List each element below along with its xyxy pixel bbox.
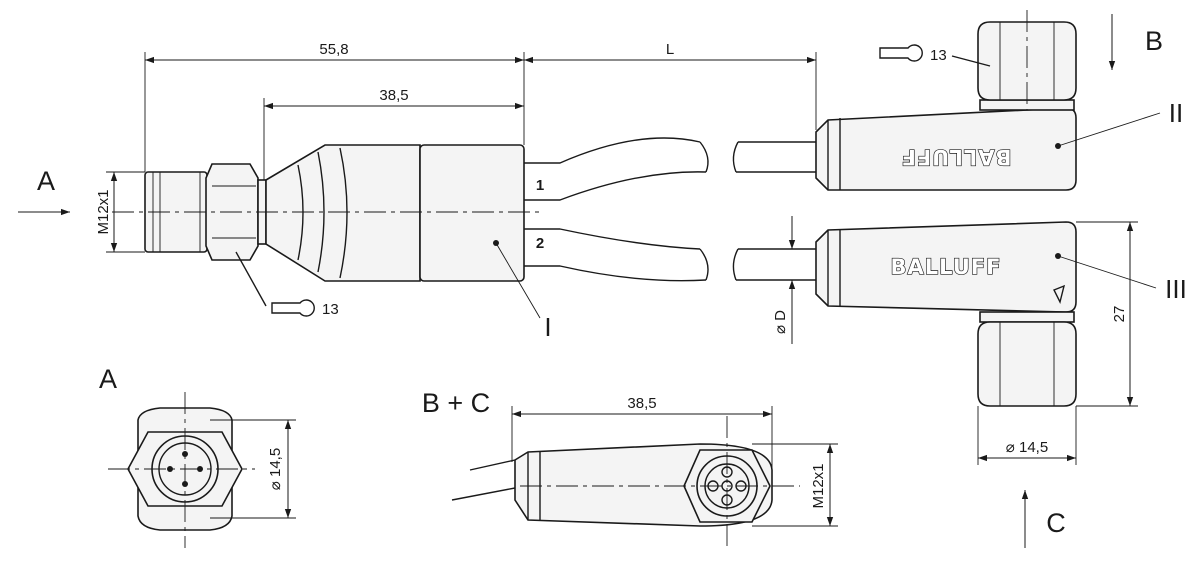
female-connector-top [815,10,1077,191]
dim-cable-diameter: ⌀ D [772,310,789,334]
male-tapered-body [265,144,421,282]
part-labels: I II III 1 2 [495,98,1187,342]
wrench-icon [879,44,923,62]
part-label-i: I [544,312,551,342]
dim-thread-female: M12x1 [810,463,827,508]
dim-female-nut-diameter: ⌀ 14,5 [1006,439,1048,456]
dim-thread-male: M12x1 [95,189,112,234]
part-label-iii: III [1165,274,1187,304]
female-connector-bottom [815,221,1077,407]
view-arrows: A B C [18,14,1163,548]
dim-cable-length: L [666,41,674,58]
brand-logo-bottom: BALLUFF [890,255,1001,279]
cable-1-upper [524,137,701,164]
male-grip-body [419,144,525,282]
arrow-label-c: C [1046,508,1066,538]
female-bottom-nut [977,321,1077,407]
cable-2-upper [524,228,701,250]
wrench-icon [271,299,315,317]
view-a: A ⌀ 14,5 [99,364,296,548]
dim-wrench-female: 13 [930,47,947,64]
arrow-label-b: B [1145,26,1163,56]
view-a-title: A [99,364,117,394]
dim-female-height: 27 [1111,306,1128,323]
arrow-label-a: A [37,166,55,196]
part-label-ii: II [1169,98,1183,128]
cable-label-2: 2 [536,235,544,252]
male-connector [144,144,525,282]
cable-label-1: 1 [536,177,544,194]
female-bottom-ring [979,311,1075,323]
led-indicator-icon [1053,284,1066,305]
brand-logo-top: BALLUFF [900,145,1011,169]
dim-view-a-diameter: ⌀ 14,5 [267,448,284,490]
view-bc-title: B + C [422,388,490,418]
cable-1-lower [524,171,707,201]
dim-total-length: 55,8 [319,41,348,58]
dim-body-length: 38,5 [379,87,408,104]
cables [524,137,818,282]
dim-view-bc-length: 38,5 [627,395,656,412]
main-view-dimensions: 55,8 38,5 L M12x1 13 13 ⌀ D 27 [95,41,1138,465]
dim-wrench-male: 13 [322,301,339,318]
view-bc: B + C 38,5 M12x1 [422,388,838,550]
cable-2-lower [524,265,707,282]
